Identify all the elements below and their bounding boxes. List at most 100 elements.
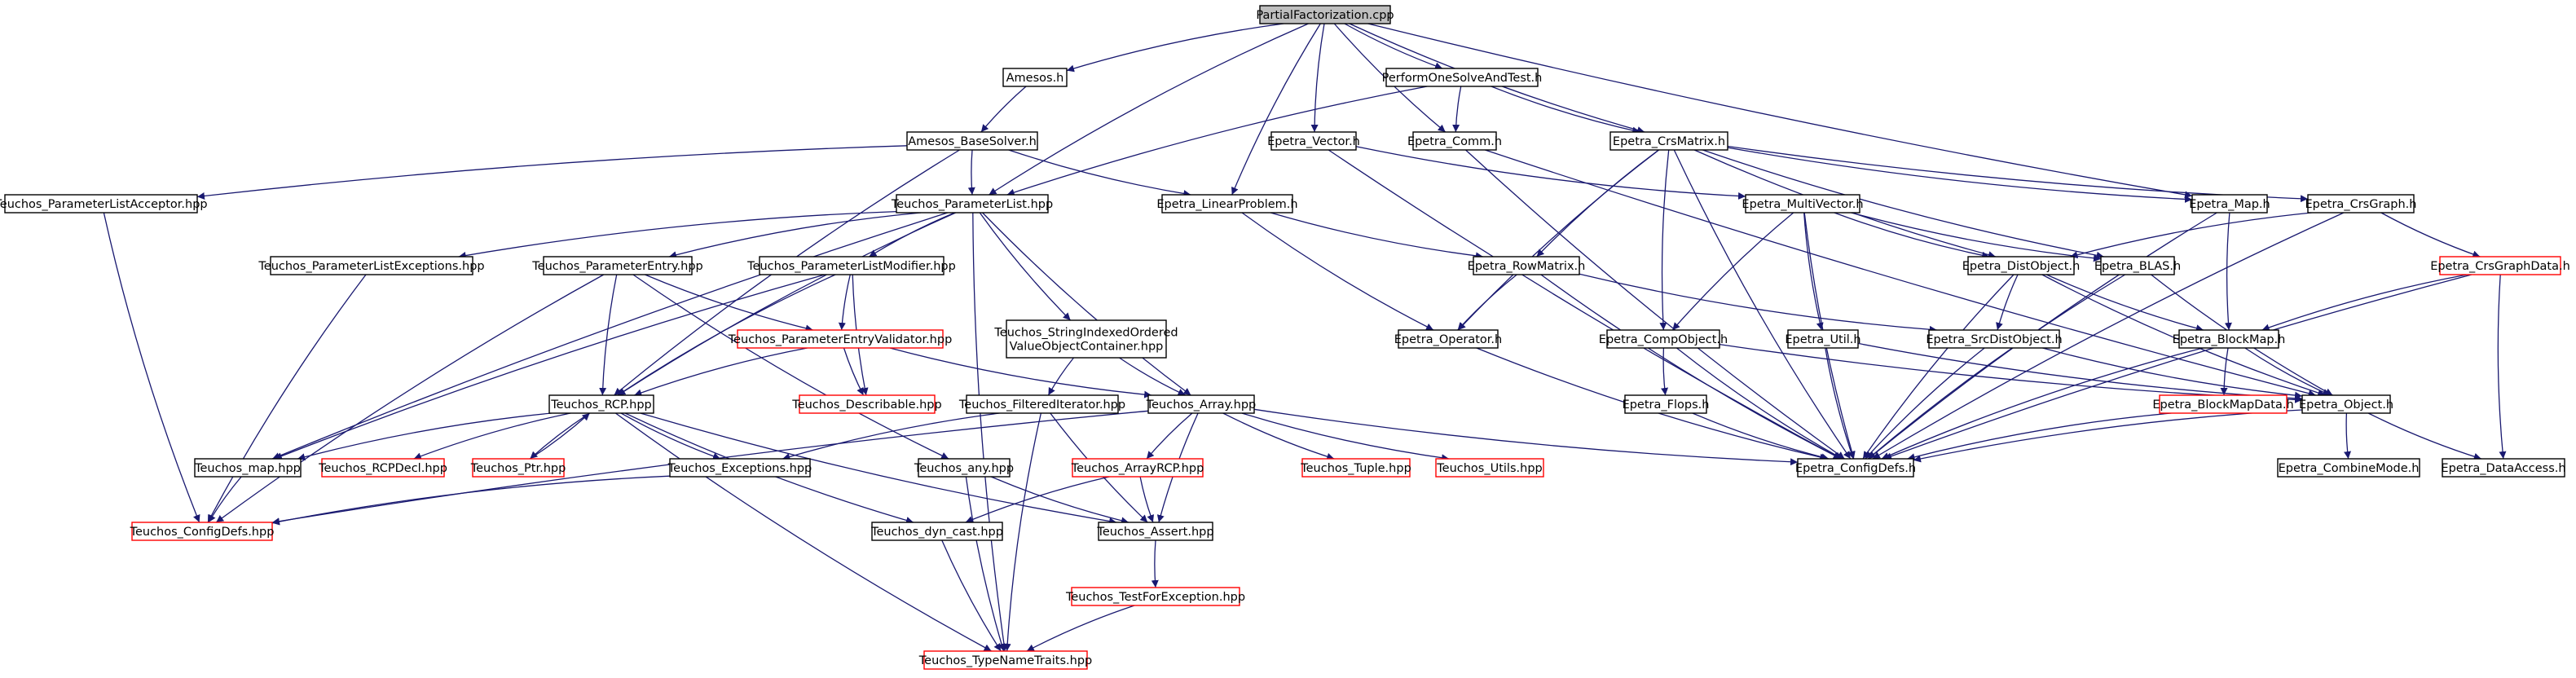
node-any[interactable]: Teuchos_any.hpp xyxy=(914,458,1014,478)
node-testforexc[interactable]: Teuchos_TestForException.hpp xyxy=(1065,587,1245,606)
edge-rcp-to-assert xyxy=(640,412,1117,525)
node-label: Teuchos_dyn_cast.hpp xyxy=(870,526,1003,539)
edge-dyncast-to-typenametraits xyxy=(941,539,1002,652)
node-amesos_base[interactable]: Amesos_BaseSolver.h xyxy=(906,131,1038,151)
edge-amesos_base-to-pl_acceptor xyxy=(196,145,908,200)
node-dyncast[interactable]: Teuchos_dyn_cast.hpp xyxy=(870,522,1003,541)
node-box xyxy=(548,394,654,414)
node-label: Epetra_Comm.h xyxy=(1407,135,1502,148)
node-epetra_vector[interactable]: Epetra_Vector.h xyxy=(1267,131,1360,151)
node-ptr[interactable]: Teuchos_Ptr.hpp xyxy=(470,458,566,478)
node-crsgraph[interactable]: Epetra_CrsGraph.h xyxy=(2305,194,2417,214)
node-label: Epetra_ConfigDefs.h xyxy=(1795,462,1916,475)
node-object[interactable]: Epetra_Object.h xyxy=(2299,394,2393,414)
node-pl_modifier[interactable]: Teuchos_ParameterListModifier.hpp xyxy=(746,256,956,275)
node-label: Epetra_SrcDistObject.h xyxy=(1926,333,2062,346)
edge-exceptions-to-t_configdefs xyxy=(271,475,671,526)
node-array[interactable]: Teuchos_Array.hpp xyxy=(1146,394,1257,414)
node-label: Teuchos_Describable.hpp xyxy=(791,398,941,412)
node-describable[interactable]: Teuchos_Describable.hpp xyxy=(791,394,942,414)
edge-array-to-utils xyxy=(1241,412,1450,462)
node-blockmap[interactable]: Epetra_BlockMap.h xyxy=(2173,329,2286,349)
node-box xyxy=(1071,587,1240,606)
node-blockmapdata[interactable]: Epetra_BlockMapData.h xyxy=(2152,394,2294,414)
node-arrayrcp[interactable]: Teuchos_ArrayRCP.hpp xyxy=(1071,458,1204,478)
edge-crsgraph-to-configdefs xyxy=(1872,212,2345,460)
edge-assert-to-testforexc xyxy=(1151,539,1159,588)
node-blas[interactable]: Epetra_BLAS.h xyxy=(2094,256,2181,275)
node-stringindexed[interactable]: Teuchos_StringIndexedOrderedValueObjectC… xyxy=(993,319,1178,359)
node-rcp[interactable]: Teuchos_RCP.hpp xyxy=(548,394,654,414)
node-rowmatrix[interactable]: Epetra_RowMatrix.h xyxy=(1468,256,1586,275)
node-perform[interactable]: PerformOneSolveAndTest.h xyxy=(1382,68,1543,87)
node-pl_exceptions[interactable]: Teuchos_ParameterListExceptions.hpp xyxy=(258,256,485,275)
node-operator[interactable]: Epetra_Operator.h xyxy=(1394,329,1502,349)
edge-rowmatrix-to-srcdist xyxy=(1579,273,1937,333)
node-label: Epetra_DistObject.h xyxy=(1962,260,2081,273)
node-box xyxy=(131,522,273,541)
node-box xyxy=(2277,458,2420,478)
node-utils[interactable]: Teuchos_Utils.hpp xyxy=(1435,458,1544,478)
edge-root-to-perform xyxy=(1344,23,1443,70)
node-amesos_h[interactable]: Amesos.h xyxy=(1002,68,1068,87)
node-label: Amesos_BaseSolver.h xyxy=(908,135,1037,148)
node-label: Epetra_CrsGraph.h xyxy=(2305,198,2417,211)
node-label: Epetra_CrsMatrix.h xyxy=(1613,135,1725,148)
edge-rowmatrix-to-configdefs xyxy=(1540,274,1842,460)
edge-rcp-to-typenametraits xyxy=(615,412,992,652)
node-label: Teuchos_Array.hpp xyxy=(1146,398,1257,412)
edge-multivector-to-blas xyxy=(1851,212,2102,262)
node-epetra_comm[interactable]: Epetra_Comm.h xyxy=(1407,131,1502,151)
node-compobject[interactable]: Epetra_CompObject.h xyxy=(1599,329,1728,349)
node-label: Teuchos_ParameterEntry.hpp xyxy=(531,260,703,273)
node-typenametraits[interactable]: Teuchos_TypeNameTraits.hpp xyxy=(918,650,1092,670)
node-pl_acceptor[interactable]: Teuchos_ParameterListAcceptor.hpp xyxy=(0,194,208,214)
node-linproblem[interactable]: Epetra_LinearProblem.h xyxy=(1156,194,1298,214)
node-tuple[interactable]: Teuchos_Tuple.hpp xyxy=(1300,458,1411,478)
node-root: PartialFactorization.cpp xyxy=(1256,5,1394,24)
node-label: Teuchos_any.hpp xyxy=(914,462,1014,475)
node-label: Epetra_Vector.h xyxy=(1267,135,1360,148)
node-rcpdecl[interactable]: Teuchos_RCPDecl.hpp xyxy=(318,458,447,478)
node-crsgraphdata[interactable]: Epetra_CrsGraphData.h xyxy=(2430,256,2570,275)
node-box xyxy=(1967,256,2075,275)
node-filtered[interactable]: Teuchos_FilteredIterator.hpp xyxy=(958,394,1125,414)
node-label: Teuchos_StringIndexedOrdered xyxy=(993,327,1178,340)
node-label: Teuchos_ParameterList.hpp xyxy=(891,198,1053,211)
edge-flops-to-configdefs xyxy=(1692,412,1830,461)
edge-util-to-configdefs xyxy=(1825,347,1855,460)
edge-epetra_crsmatrix-to-crsgraph xyxy=(1727,145,2309,203)
node-multivector[interactable]: Epetra_MultiVector.h xyxy=(1742,194,1864,214)
node-srcdist[interactable]: Epetra_SrcDistObject.h xyxy=(1926,329,2063,349)
node-label: Epetra_RowMatrix.h xyxy=(1468,260,1586,273)
node-flops[interactable]: Epetra_Flops.h xyxy=(1623,394,1710,414)
node-box xyxy=(2159,394,2288,414)
edge-paramlist-to-stringindexed xyxy=(979,212,1072,321)
node-t_configdefs[interactable]: Teuchos_ConfigDefs.hpp xyxy=(130,522,275,541)
node-distobject[interactable]: Epetra_DistObject.h xyxy=(1962,256,2081,275)
node-configdefs[interactable]: Epetra_ConfigDefs.h xyxy=(1795,458,1916,478)
edge-util-to-object xyxy=(1857,342,2303,403)
edge-epetra_crsmatrix-to-operator xyxy=(1457,149,1660,331)
node-exceptions[interactable]: Teuchos_Exceptions.hpp xyxy=(667,458,812,478)
node-paramlist[interactable]: Teuchos_ParameterList.hpp xyxy=(891,194,1053,214)
node-assert[interactable]: Teuchos_Assert.hpp xyxy=(1096,522,1214,541)
edge-multivector-to-util xyxy=(1803,212,1824,331)
edge-epetra_crsmatrix-to-blas xyxy=(1702,149,2104,259)
node-label: Teuchos_Tuple.hpp xyxy=(1300,462,1411,475)
node-combinemode[interactable]: Epetra_CombineMode.h xyxy=(2277,458,2420,478)
node-dataaccess[interactable]: Epetra_DataAccess.h xyxy=(2441,458,2566,478)
edge-crsgraphdata-to-blockmap xyxy=(2261,274,2468,332)
node-map_hpp[interactable]: Teuchos_map.hpp xyxy=(194,458,302,478)
edge-paramentry-to-pe_validator xyxy=(645,274,813,332)
node-box xyxy=(759,256,945,275)
edge-crsgraph-to-crsgraphdata xyxy=(2380,212,2481,258)
edge-perform-to-epetra_crsmatrix xyxy=(1491,86,1640,134)
node-epetra_crsmatrix[interactable]: Epetra_CrsMatrix.h xyxy=(1609,131,1728,151)
node-pe_validator[interactable]: Teuchos_ParameterEntryValidator.hpp xyxy=(728,329,953,349)
node-util[interactable]: Epetra_Util.h xyxy=(1785,329,1861,349)
edge-multivector-to-distobject xyxy=(1834,212,1990,259)
node-box xyxy=(1473,256,1580,275)
node-paramentry[interactable]: Teuchos_ParameterEntry.hpp xyxy=(531,256,703,275)
node-epetra_map[interactable]: Epetra_Map.h xyxy=(2189,194,2270,214)
